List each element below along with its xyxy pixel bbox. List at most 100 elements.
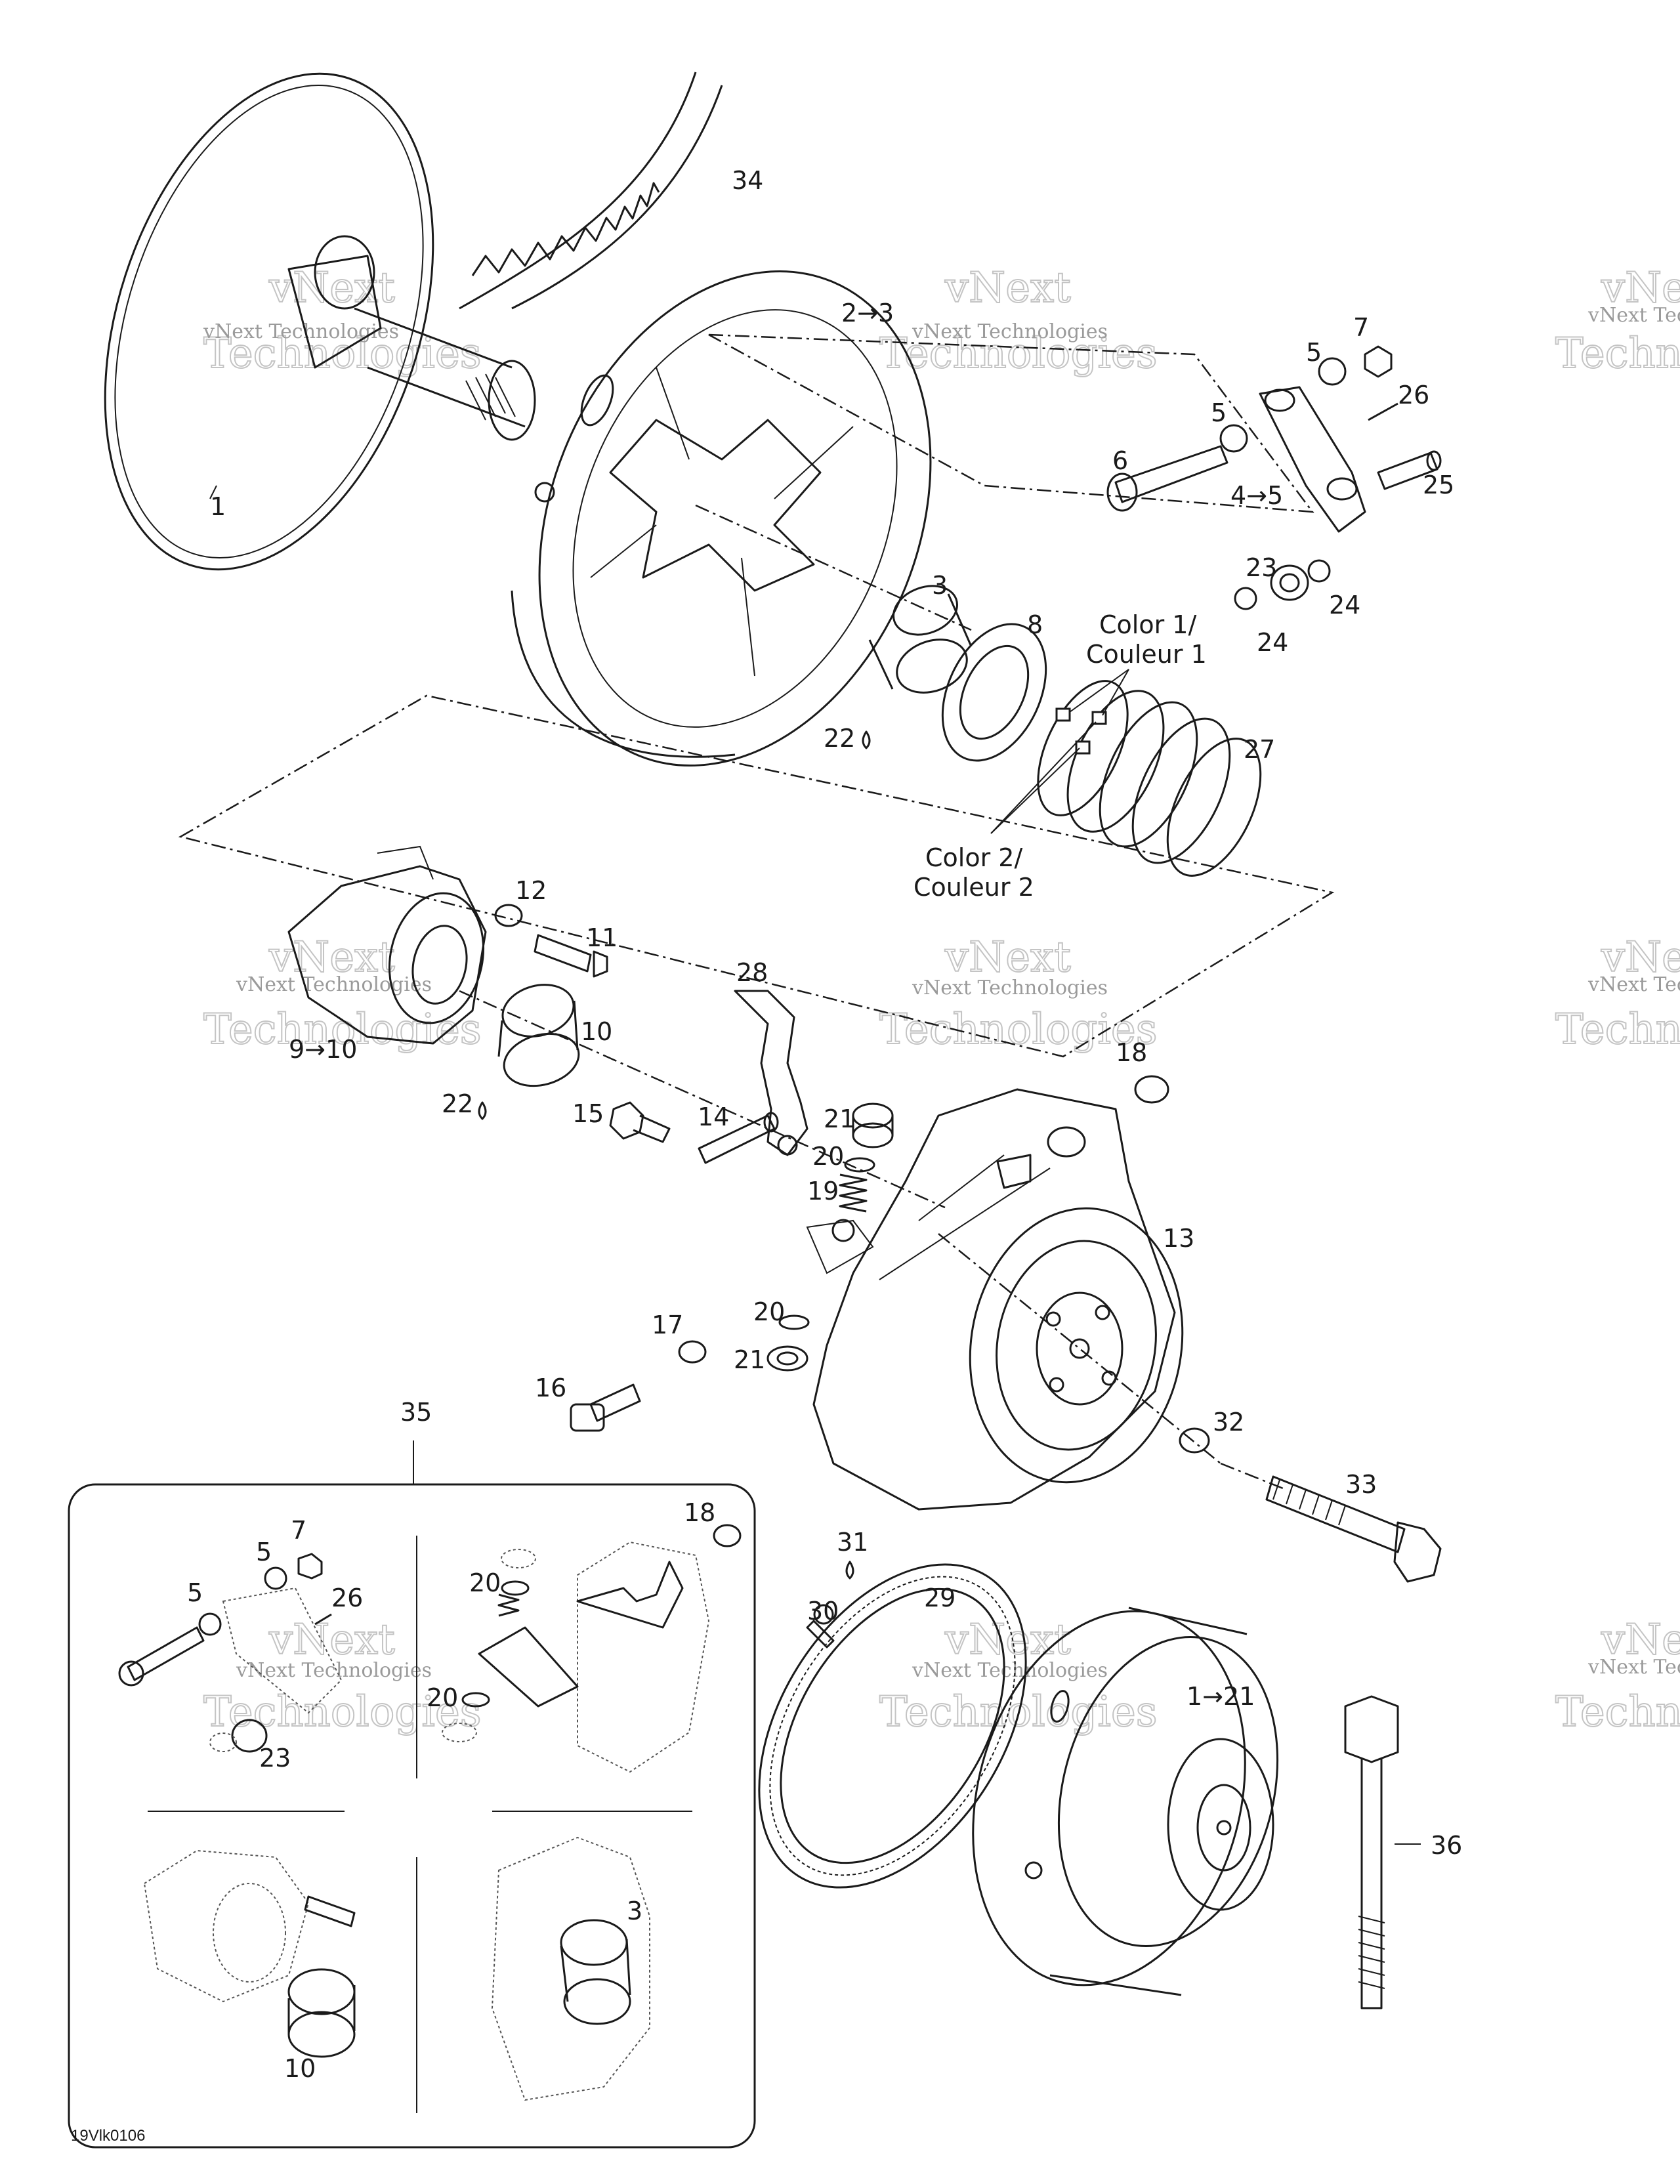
svg-text:vNext Technologies: vNext Technologies [1587,1656,1680,1679]
part-10-bushing [497,984,580,1087]
part-4-roller-arm [1259,386,1366,533]
label-1: 1 [210,492,226,521]
label-32: 32 [1213,1408,1244,1437]
part-9-spider [287,845,487,1045]
label-28: 28 [736,958,768,987]
label-34: 34 [732,166,763,195]
label-26: 26 [1398,381,1429,410]
label-16: 16 [535,1374,566,1402]
label-20: 20 [812,1142,844,1171]
watermark: vNext Technologies vNext Technologies [203,933,482,1055]
part-19-spring [839,1173,868,1213]
inset-label-20: 20 [469,1568,501,1597]
watermarks: vNext Technologies vNext Technologies vN… [203,263,1680,1737]
leader-color-2 [990,747,1080,834]
part-17-washer [678,1340,707,1364]
watermark: vNext Technologies vNext Technologies [1555,933,1680,1055]
part-31-drop-icon [845,1561,854,1580]
part-5-washer [1318,357,1347,386]
inset-roller-arm [118,1553,343,1753]
label-21: 21 [824,1104,855,1133]
watermark: vNext Technologies vNext Technologies [879,263,1158,379]
svg-text:Technologies: Technologies [203,1005,482,1054]
upper-assembly-frame [708,333,1314,513]
axis-line [459,990,946,1209]
label-25: 25 [1423,471,1454,499]
part-labels: 1 34 2→3 3 8 22 27 Color 1/ Couleur 1 Co… [71,166,1462,2145]
part-18-nut [1134,1075,1169,1104]
label-21: 21 [734,1345,765,1374]
label-27: 27 [1244,735,1275,764]
part-1-21-drive-pulley-assembly [972,1606,1279,1996]
svg-text:vNext: vNext [944,933,1071,982]
label-5: 5 [1211,398,1227,427]
part-16-bolt [570,1383,641,1432]
label-33: 33 [1345,1470,1377,1499]
label-22: 22 [824,724,855,753]
part-6-bolt [1106,445,1228,512]
svg-text:vNext Technologies: vNext Technologies [236,1659,432,1682]
svg-text:vNext: vNext [1601,1616,1680,1664]
part-23-roller [1270,564,1309,601]
label-10: 10 [581,1017,612,1046]
inset-label-18: 18 [684,1498,715,1527]
label-19: 19 [807,1177,839,1206]
svg-text:Technologies: Technologies [1555,1688,1680,1736]
inset-label-10: 10 [284,2054,316,2083]
label-29: 29 [924,1584,956,1612]
part-24-washer [1234,587,1257,610]
label-2-3: 2→3 [841,299,894,327]
label-18: 18 [1116,1038,1147,1067]
part-12-washer [494,904,523,927]
label-20: 20 [753,1297,785,1326]
svg-text:vNext Technologies: vNext Technologies [912,976,1108,999]
inset-label-7: 7 [291,1516,306,1545]
label-11: 11 [586,923,618,952]
svg-text:vNext Technologies: vNext Technologies [203,320,399,343]
part-15-screw [609,1101,671,1143]
watermark: vNext Technologies vNext Technologies [203,1615,482,1737]
label-couleur-2: Couleur 2 [914,873,1034,902]
part-36-tool-bolt [1344,1695,1399,2009]
inset-cover-detail [442,1524,742,1773]
watermark: vNext Technologies vNext Technologies [1555,263,1680,379]
inset-label-5: 5 [256,1538,272,1566]
svg-text:vNext: vNext [1601,264,1680,312]
svg-text:Technologies: Technologies [879,1005,1158,1054]
part-13-cover [806,1088,1184,1511]
label-13: 13 [1163,1224,1194,1253]
svg-text:vNext: vNext [268,933,395,982]
svg-text:Technologies: Technologies [203,1688,482,1736]
inset-label-26: 26 [331,1584,363,1612]
part-22-drop-icon [862,730,871,749]
label-color-2: Color 2/ [925,843,1022,872]
watermark: vNext Technologies vNext Technologies [879,933,1158,1055]
svg-text:vNext Technologies: vNext Technologies [912,320,1108,343]
label-5: 5 [1306,338,1322,367]
label-color-1: Color 1/ [1099,610,1196,639]
svg-text:vNext Technologies: vNext Technologies [1587,973,1680,996]
axis-line [695,504,972,631]
svg-text:vNext Technologies: vNext Technologies [1587,304,1680,327]
label-36: 36 [1431,1831,1462,1860]
leader-color-2 [990,721,1097,834]
label-35: 35 [400,1398,432,1427]
label-30: 30 [807,1597,839,1626]
watermark: vNext Technologies vNext Technologies [879,1615,1158,1737]
label-8: 8 [1027,610,1043,639]
part-33-bolt [1265,1475,1442,1583]
label-24: 24 [1329,591,1360,620]
part-32-washer [1179,1427,1210,1454]
inset-label-20: 20 [427,1683,458,1712]
label-22: 22 [442,1089,473,1118]
watermark: vNext Technologies vNext Technologies [203,263,482,379]
part-5-washer [1219,424,1248,453]
svg-text:Technologies: Technologies [879,329,1158,378]
svg-text:vNext: vNext [944,264,1071,312]
inset-spider-detail [143,1849,356,2058]
part-3-bushing [868,585,973,694]
inset-box-35 [68,1483,756,2149]
label-9-10: 9→10 [289,1035,357,1064]
svg-text:vNext Technologies: vNext Technologies [236,973,432,996]
